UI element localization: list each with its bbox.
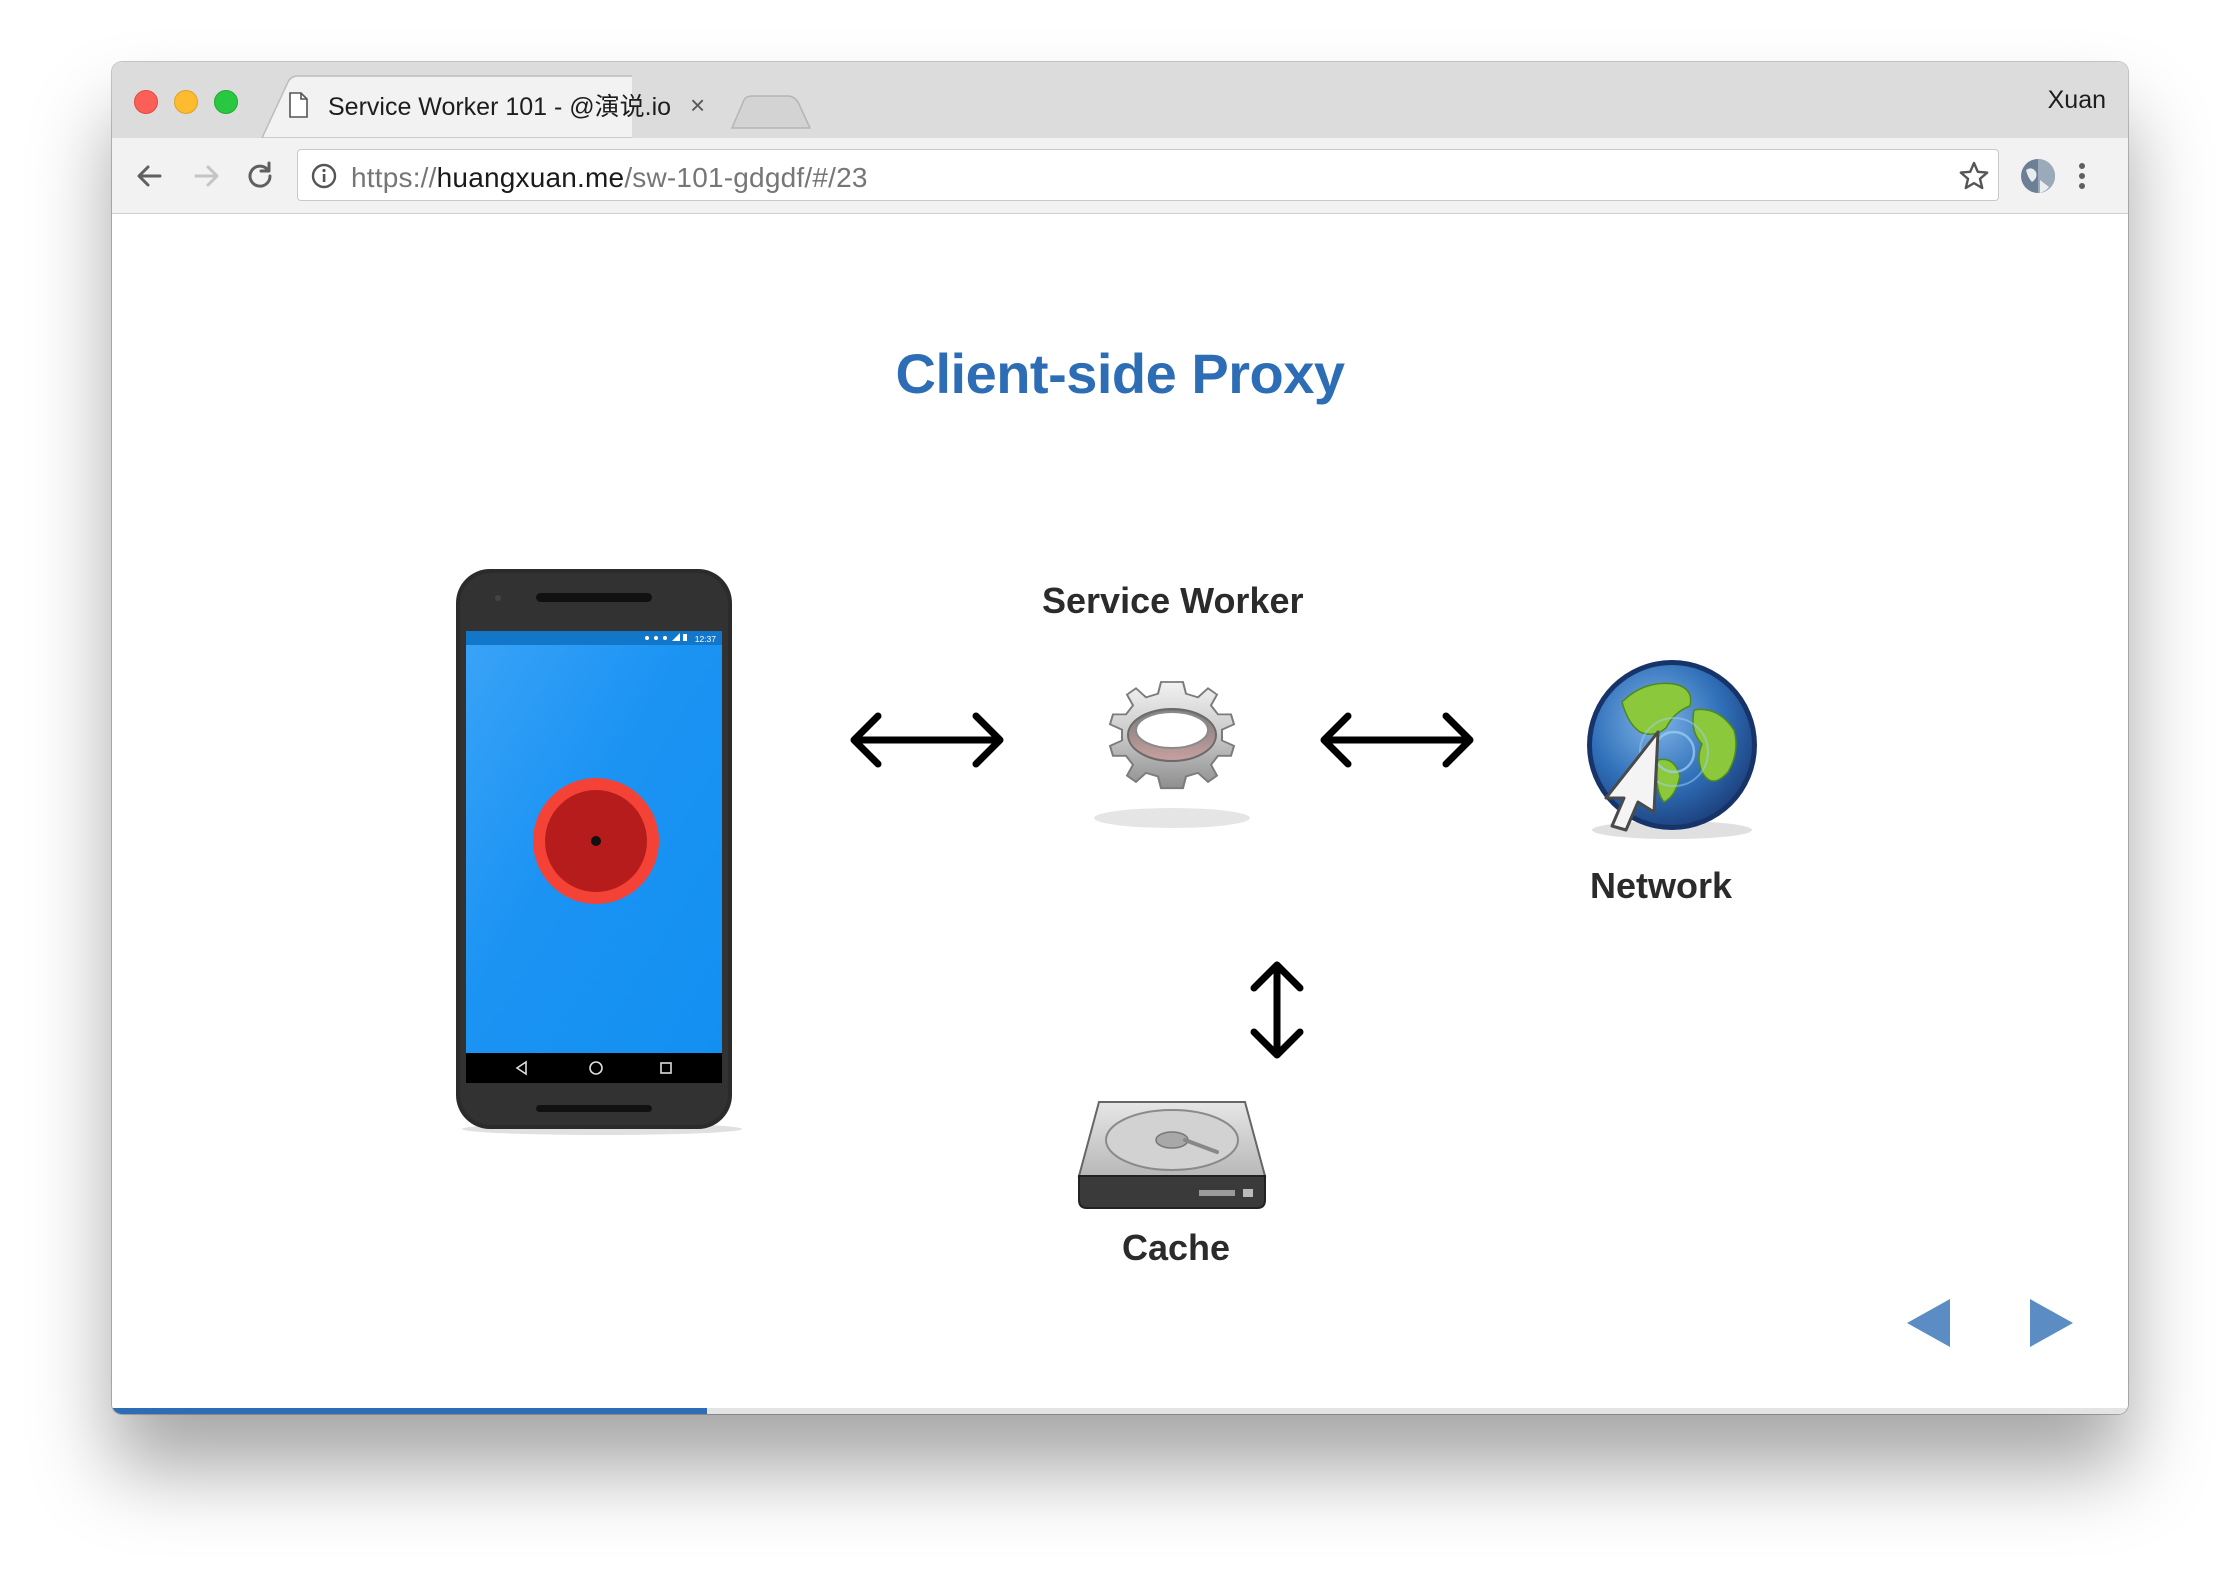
close-window-button[interactable] [134, 90, 158, 114]
zoom-window-button[interactable] [214, 90, 238, 114]
url-path: /sw-101-gdgdf/#/23 [624, 162, 868, 193]
right-double-arrow [1320, 712, 1474, 768]
active-tab[interactable]: Service Worker 101 - @演说.io [288, 90, 672, 121]
slide-progress-bar [112, 1408, 2128, 1414]
minimize-window-button[interactable] [174, 90, 198, 114]
vertical-double-arrow [1250, 961, 1304, 1059]
globe-icon [1587, 660, 1757, 839]
url-scheme: https:// [351, 162, 437, 193]
profile-name[interactable]: Xuan [2047, 86, 2106, 114]
network-label: Network [1590, 865, 1733, 906]
phone-nav-bar [466, 1053, 722, 1083]
menu-icon[interactable] [2074, 156, 2090, 196]
slide-page: Client-side Proxy 12:37 [112, 215, 2128, 1414]
cache-label: Cache [1122, 1227, 1231, 1268]
document-icon [289, 92, 308, 118]
tab-shapes [260, 75, 632, 139]
new-tab-svg [730, 95, 812, 129]
phone-status-time: 12:37 [695, 634, 717, 644]
toolbar: https://huangxuan.me/sw-101-gdgdf/#/23 [112, 138, 2128, 214]
tab-bar: Service Worker 101 - @演说.io × Xuan [112, 62, 2128, 139]
phone-illustration: 12:37 [456, 569, 742, 1135]
slide-progress-fill [112, 1408, 707, 1414]
url-text[interactable]: https://huangxuan.me/sw-101-gdgdf/#/23 [351, 162, 868, 194]
previous-slide-icon[interactable] [1904, 1297, 1954, 1349]
hard-drive-icon [1077, 1101, 1267, 1209]
tab-title: Service Worker 101 - @演说.io [328, 93, 672, 121]
extension-icon[interactable] [2018, 156, 2058, 196]
back-icon[interactable] [130, 156, 170, 196]
tab-close-icon[interactable]: × [690, 90, 706, 120]
forward-icon[interactable] [186, 156, 226, 196]
star-icon[interactable] [1958, 160, 1990, 192]
slide-title: Client-side Proxy [895, 342, 1345, 405]
new-tab-button[interactable] [730, 95, 812, 129]
address-bar[interactable]: https://huangxuan.me/sw-101-gdgdf/#/23 [297, 149, 1999, 201]
next-slide-icon[interactable] [2026, 1297, 2076, 1349]
reload-icon[interactable] [240, 156, 280, 196]
browser-window: Service Worker 101 - @演说.io × Xuan https… [112, 62, 2128, 1414]
gear-icon [1094, 681, 1250, 828]
url-host: huangxuan.me [436, 162, 625, 193]
active-tab-shape[interactable] [260, 75, 632, 139]
info-icon[interactable] [310, 162, 338, 190]
service-worker-label: Service Worker [1042, 580, 1304, 621]
left-double-arrow [850, 712, 1004, 768]
